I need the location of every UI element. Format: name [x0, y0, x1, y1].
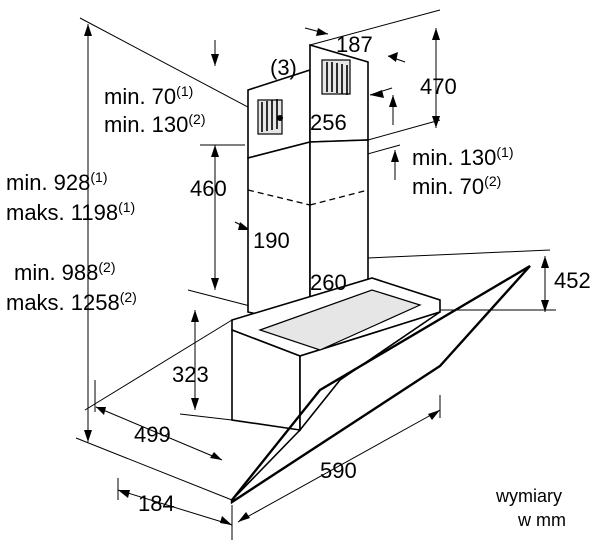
dim-184: 184	[138, 491, 175, 516]
dim-256: 256	[310, 110, 347, 135]
hood-body	[230, 264, 531, 505]
upper-chimney	[247, 43, 369, 160]
total-height-max-2: maks. 1258(2)	[6, 289, 137, 315]
total-height-max-1: maks. 1198(1)	[6, 199, 135, 225]
right-min-a: min. 130(1)	[412, 144, 514, 170]
lower-chimney	[247, 139, 369, 328]
dim-499: 499	[134, 422, 171, 447]
dim-590: 590	[320, 458, 357, 483]
right-min-b: min. 70(2)	[412, 173, 501, 199]
dim-323: 323	[172, 362, 209, 387]
dim-187: 187	[336, 32, 373, 57]
labels: (3) 187 470 256 min. 70(1) min. 130(2) m…	[6, 32, 591, 530]
dim-460: 460	[190, 176, 227, 201]
dim-452: 452	[554, 268, 591, 293]
total-height-min-1: min. 928(1)	[6, 169, 108, 195]
chimney-min-b: min. 130(2)	[104, 111, 206, 137]
total-height-min-2: min. 988(2)	[14, 259, 116, 285]
units-line-2: w mm	[517, 510, 566, 530]
dim-470: 470	[420, 74, 457, 99]
screw-icon	[277, 115, 283, 121]
chimney-min-a: min. 70(1)	[104, 83, 193, 109]
dim-260: 260	[310, 270, 347, 295]
note-3-label: (3)	[270, 55, 297, 80]
dim-190: 190	[253, 228, 290, 253]
units-line-1: wymiary	[495, 486, 562, 506]
